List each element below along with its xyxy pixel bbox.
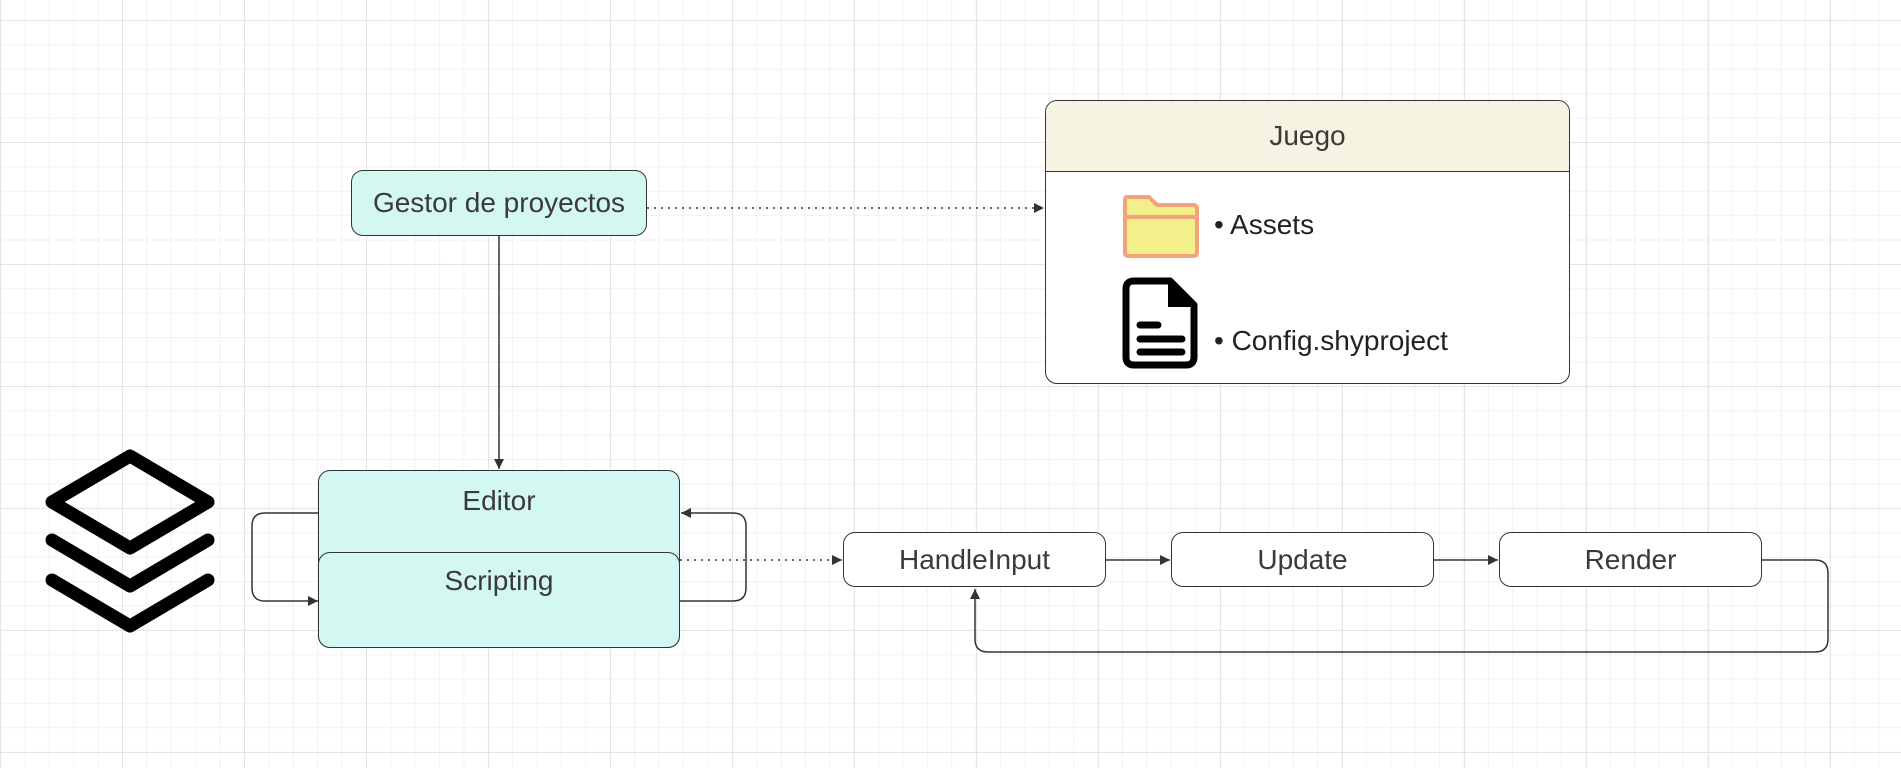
juego-item-assets: • Assets bbox=[1214, 209, 1315, 240]
container-juego[interactable]: Juego • Assets • Config.shyproject bbox=[1045, 100, 1570, 384]
node-gestor-label: Gestor de proyectos bbox=[372, 187, 626, 218]
node-scripting[interactable]: Scripting bbox=[318, 552, 680, 648]
connector-scripting-right-loop bbox=[680, 508, 747, 602]
layers-icon bbox=[45, 449, 215, 633]
node-editor-label: Editor bbox=[462, 485, 536, 516]
node-gestor-de-proyectos[interactable]: Gestor de proyectos bbox=[351, 170, 647, 236]
node-update-label: Update bbox=[1257, 543, 1348, 575]
node-update[interactable]: Update bbox=[1171, 532, 1434, 587]
connector-editor-left-loop bbox=[251, 512, 318, 606]
juego-item-config: • Config.shyproject bbox=[1214, 325, 1448, 356]
node-render-label: Render bbox=[1584, 543, 1677, 575]
node-scripting-label: Scripting bbox=[444, 565, 554, 596]
container-juego-title: Juego bbox=[1269, 120, 1346, 151]
container-juego-header: Juego bbox=[1046, 101, 1569, 172]
node-handleinput-label: HandleInput bbox=[898, 543, 1050, 575]
connector-render-to-handleinput-loop bbox=[970, 559, 1829, 653]
folder-icon bbox=[1123, 195, 1199, 258]
node-render[interactable]: Render bbox=[1499, 532, 1762, 587]
document-icon bbox=[1122, 277, 1198, 369]
node-handleinput[interactable]: HandleInput bbox=[843, 532, 1106, 587]
